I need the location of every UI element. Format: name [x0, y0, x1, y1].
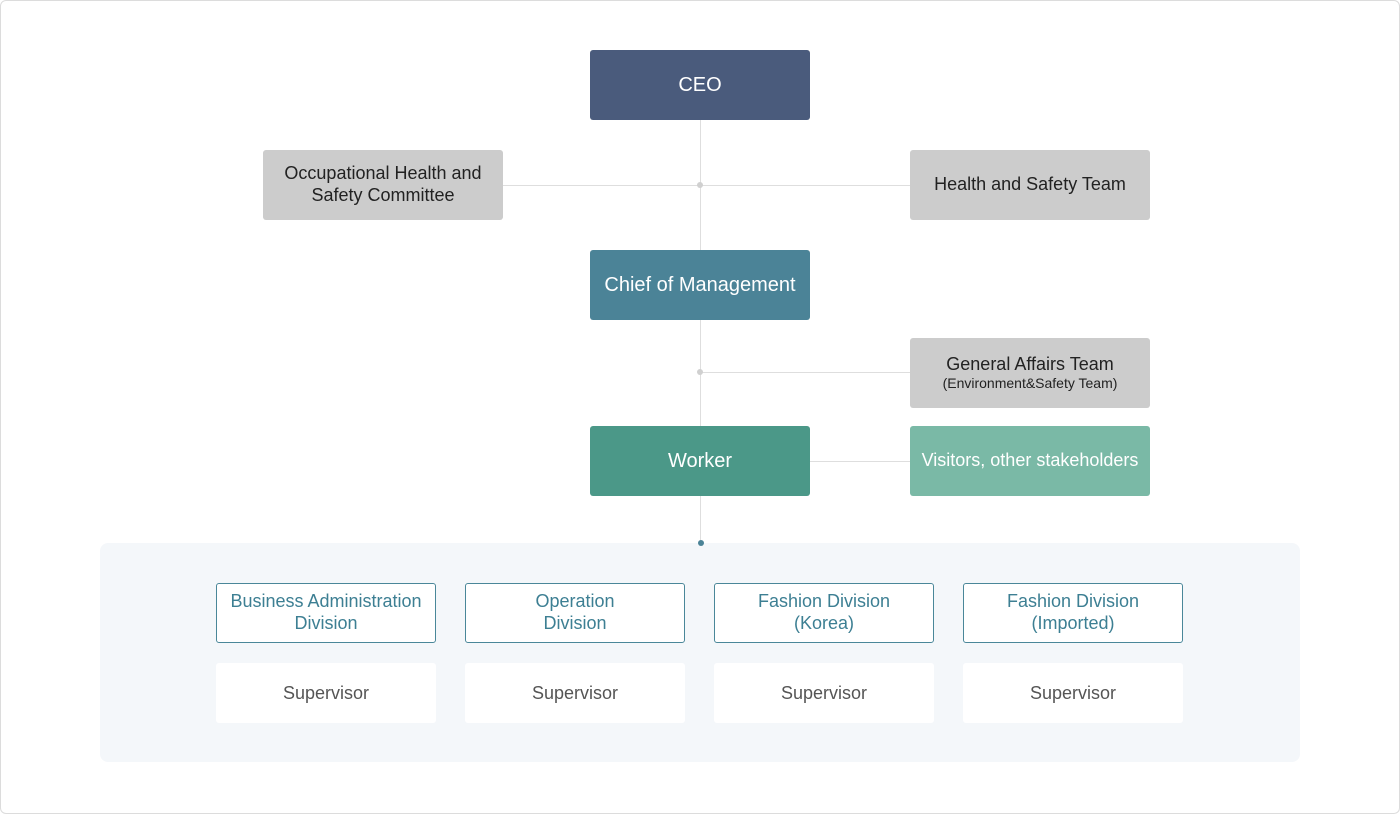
division-label-line1: Operation	[535, 591, 615, 612]
ga-team-label: General Affairs Team	[946, 353, 1114, 374]
division-label-line1: Fashion Division	[1006, 591, 1140, 612]
division-label-line2: (Korea)	[793, 613, 855, 633]
chief-node: Chief of Management	[590, 250, 810, 320]
panel-connector-dot	[698, 540, 704, 546]
connector-ceo-worker	[700, 120, 701, 543]
committee-node: Occupational Health and Safety Committee	[263, 150, 503, 220]
supervisor-business-administration: Supervisor	[216, 663, 436, 723]
supervisor-label: Supervisor	[531, 682, 619, 703]
visitors-node: Visitors, other stakeholders	[910, 426, 1150, 496]
committee-label-line2: Safety Committee	[311, 185, 455, 205]
supervisor-fashion-imported: Supervisor	[963, 663, 1183, 723]
visitors-label: Visitors, other stakeholders	[921, 450, 1139, 471]
worker-node: Worker	[590, 426, 810, 496]
connector-committee-hs	[502, 185, 910, 186]
division-label-line1: Fashion Division	[757, 591, 891, 612]
supervisor-label: Supervisor	[780, 682, 868, 703]
supervisor-label: Supervisor	[282, 682, 370, 703]
chief-label: Chief of Management	[604, 274, 796, 296]
ceo-node: CEO	[590, 50, 810, 120]
connector-worker-visitors	[810, 461, 910, 462]
hs-team-node: Health and Safety Team	[910, 150, 1150, 220]
division-label-line2: (Imported)	[1031, 613, 1115, 633]
division-label-line1: Business Administration	[230, 591, 422, 612]
supervisor-label: Supervisor	[1029, 682, 1117, 703]
junction-dot-top	[697, 182, 703, 188]
supervisor-fashion-korea: Supervisor	[714, 663, 934, 723]
junction-dot-mid	[697, 369, 703, 375]
division-operation: Operation Division	[465, 583, 685, 643]
committee-label-line1: Occupational Health and	[284, 163, 482, 184]
division-fashion-korea: Fashion Division (Korea)	[714, 583, 934, 643]
ga-team-sublabel: (Environment&Safety Team)	[942, 375, 1118, 392]
worker-label: Worker	[667, 450, 733, 472]
division-business-administration: Business Administration Division	[216, 583, 436, 643]
divisions-panel	[100, 543, 1300, 762]
supervisor-operation: Supervisor	[465, 663, 685, 723]
division-label-line2: Division	[543, 613, 607, 633]
connector-ga-team	[700, 372, 910, 373]
ceo-label: CEO	[678, 74, 722, 96]
division-label-line2: Division	[294, 613, 358, 633]
division-fashion-imported: Fashion Division (Imported)	[963, 583, 1183, 643]
ga-team-node: General Affairs Team (Environment&Safety…	[910, 338, 1150, 408]
hs-team-label: Health and Safety Team	[934, 174, 1126, 195]
